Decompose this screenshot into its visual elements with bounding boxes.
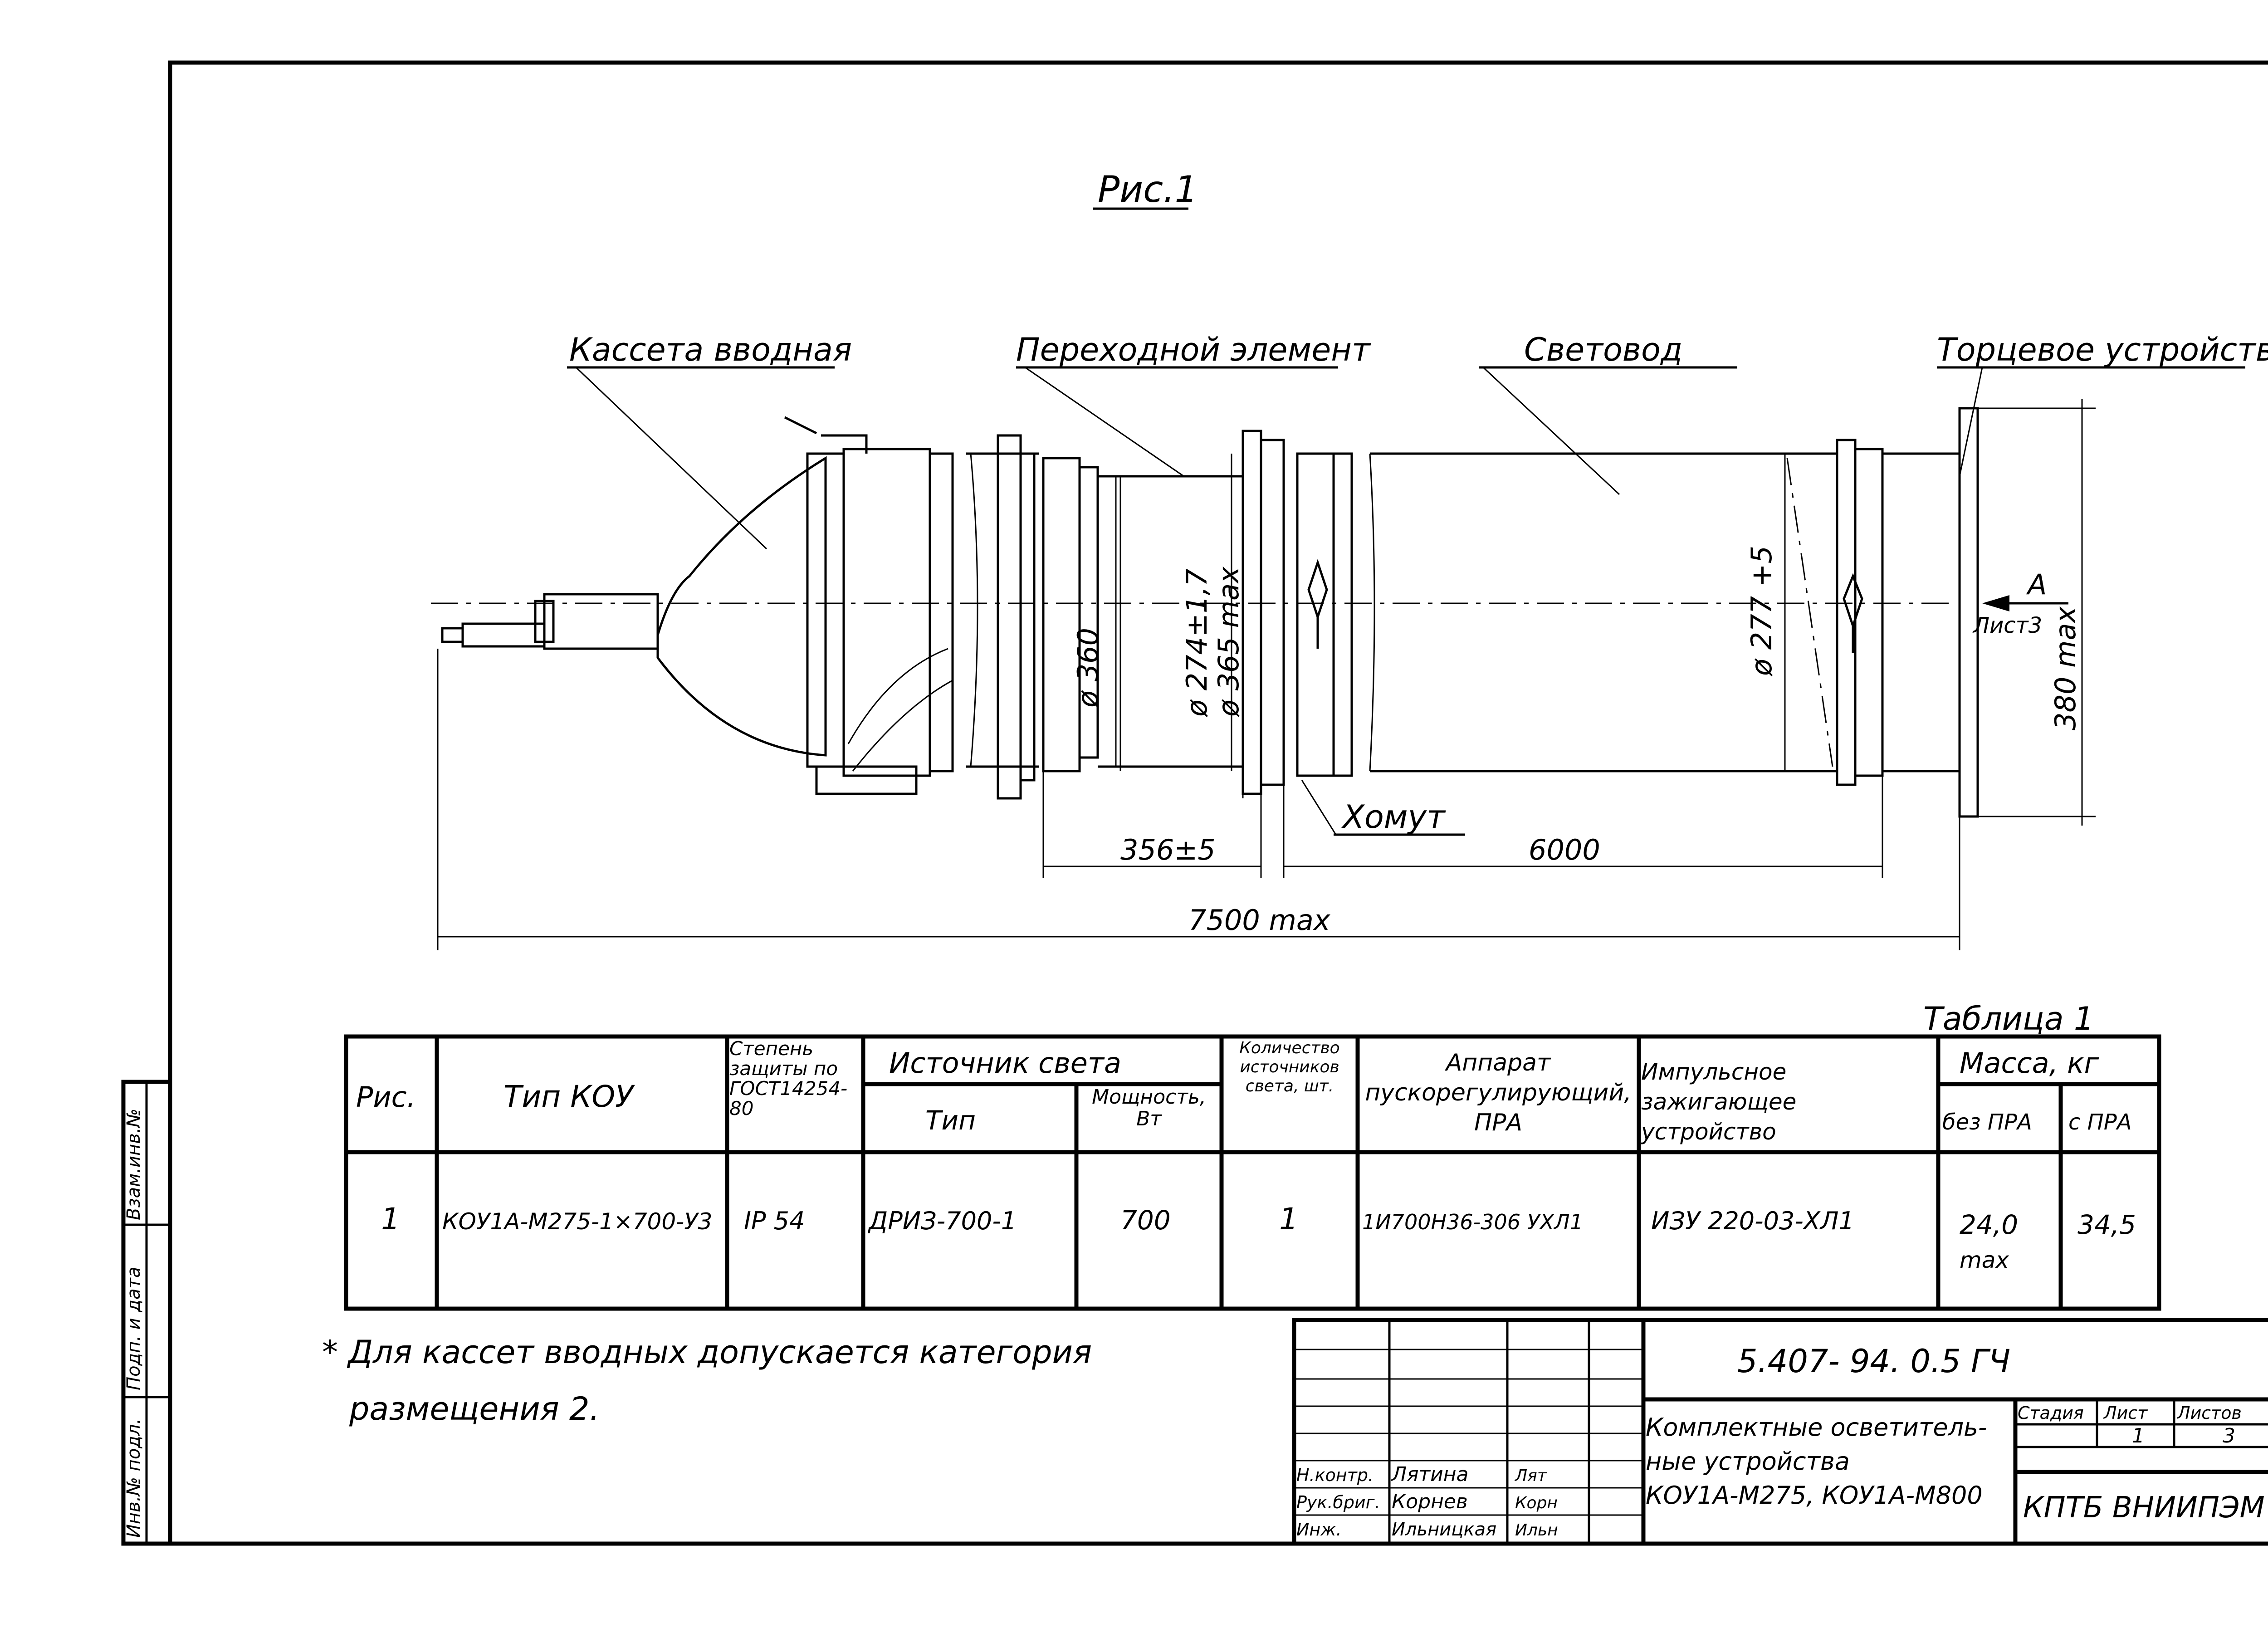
role-0: Н.контр. bbox=[1296, 1465, 1374, 1485]
side-inv-orig: Инв.№ подл. bbox=[123, 1418, 144, 1538]
dim-len356: 356±5 bbox=[1120, 833, 1216, 866]
view-arrow-sheet: Лист3 bbox=[1972, 613, 2042, 638]
organization: КПТБ ВНИИПЭМ bbox=[2023, 1491, 2265, 1525]
th-source: Источник света bbox=[889, 1046, 1121, 1080]
dim-d274: ø 274±1,7 bbox=[1180, 568, 1213, 717]
td-type: КОУ1А-М275-1×700-У3 bbox=[442, 1208, 712, 1235]
label-leaders bbox=[567, 366, 2245, 836]
label-clamp: Хомут bbox=[1341, 798, 1446, 836]
side-stamp: Инв.№ подл. Подп. и дата Взам.инв.№ bbox=[121, 1080, 172, 1546]
dim-h380: 380 max bbox=[2049, 606, 2082, 730]
end-device-flange bbox=[1836, 439, 1857, 786]
sheet-frame bbox=[168, 60, 2268, 1546]
td-ignition: ИЗУ 220-03-ХЛ1 bbox=[1651, 1207, 1854, 1235]
note-line-1: * Для кассет вводных допускается категор… bbox=[322, 1334, 1092, 1371]
sheets-value: 3 bbox=[2223, 1424, 2235, 1447]
td-protection: IP 54 bbox=[744, 1207, 805, 1235]
sheet-label: Лист bbox=[2103, 1403, 2148, 1423]
side-replace-inv: Взам.инв.№ bbox=[123, 1109, 144, 1220]
th-protection-wrap: Степень защиты по ГОСТ14254-80 bbox=[729, 1039, 848, 1120]
th-protection: Степень защиты по ГОСТ14254-80 bbox=[729, 1039, 848, 1120]
doc-description-3: КОУ1А-М275, КОУ1А-М800 bbox=[1646, 1481, 1983, 1510]
note-line-2: размещения 2. bbox=[349, 1390, 600, 1428]
side-sign-date: Подп. и дата bbox=[123, 1267, 144, 1390]
th-mass: Масса, кг bbox=[1960, 1046, 2099, 1080]
th-source-power: Мощность, Вт bbox=[1092, 1086, 1206, 1130]
th-source-power-wrap: Мощность, Вт bbox=[1092, 1086, 1206, 1130]
td-mass-without-note: max bbox=[1960, 1247, 2009, 1273]
table-caption: Таблица 1 bbox=[1923, 1000, 2094, 1037]
label-end-device: Торцевое устройство bbox=[1937, 331, 2268, 368]
horizontal-dimensions bbox=[437, 649, 1960, 950]
sign-2: Ильн bbox=[1515, 1521, 1558, 1540]
label-lightguide: Световод bbox=[1524, 331, 1682, 368]
th-type: Тип КОУ bbox=[503, 1079, 635, 1114]
sheets-label: Листов bbox=[2176, 1403, 2242, 1423]
td-mass-without: 24,0 bbox=[1960, 1209, 2018, 1240]
th-mass-with: с ПРА bbox=[2068, 1110, 2132, 1135]
transition-flange-right bbox=[1042, 457, 1081, 772]
transition-flange-left bbox=[997, 434, 1022, 800]
dim-len7500: 7500 max bbox=[1188, 904, 1331, 937]
cassette-latch bbox=[821, 434, 868, 454]
th-count-wrap: Количество источников света, шт. bbox=[1239, 1039, 1340, 1095]
th-ignition: Импульсное зажигающее устройство bbox=[1641, 1059, 1797, 1145]
dim-d365: ø 365 max bbox=[1212, 566, 1245, 717]
th-fig: Рис. bbox=[356, 1080, 415, 1114]
sign-1: Корн bbox=[1515, 1494, 1558, 1512]
td-source-type: ДРИЗ-700-1 bbox=[868, 1207, 1017, 1235]
figure-title: Рис.1 bbox=[1098, 168, 1198, 210]
th-mass-without: без ПРА bbox=[1942, 1110, 2032, 1135]
th-apparatus: Аппарат пускорегулирующий, ПРА bbox=[1365, 1049, 1632, 1136]
cassette-stem bbox=[461, 622, 546, 648]
clamp-flange-right bbox=[1296, 452, 1335, 777]
th-ignition-wrap: Импульсное зажигающее устройство bbox=[1641, 1059, 1797, 1145]
luminaire-drawing bbox=[431, 407, 1979, 818]
label-cassette: Кассета вводная bbox=[569, 331, 852, 368]
sheet-value: 1 bbox=[2132, 1424, 2145, 1447]
role-1: Рук.бриг. bbox=[1296, 1492, 1380, 1512]
td-count: 1 bbox=[1279, 1202, 1298, 1237]
td-mass-with: 34,5 bbox=[2077, 1209, 2136, 1240]
label-transition: Переходной элемент bbox=[1016, 331, 1371, 368]
dim-d360: ø 360 bbox=[1071, 628, 1105, 708]
name-0: Лятина bbox=[1391, 1463, 1469, 1486]
stage-label: Стадия bbox=[2018, 1403, 2084, 1423]
dim-len6000: 6000 bbox=[1529, 833, 1600, 866]
doc-description-2: ные устройства bbox=[1646, 1447, 1850, 1476]
td-source-power: 700 bbox=[1120, 1205, 1171, 1236]
th-count: Количество источников света, шт. bbox=[1239, 1039, 1340, 1095]
clamp-flange-left bbox=[1242, 430, 1262, 795]
end-device-body bbox=[1881, 452, 1961, 772]
cassette-housing bbox=[656, 456, 827, 757]
title-block bbox=[1292, 1318, 2268, 1546]
doc-description-1: Комплектные осветитель- bbox=[1646, 1413, 1987, 1442]
th-source-type: Тип bbox=[925, 1105, 976, 1136]
end-device-cover bbox=[1958, 407, 1979, 818]
name-2: Ильницкая bbox=[1392, 1519, 1496, 1540]
cassette-neck bbox=[543, 593, 659, 650]
doc-code: 5.407- 94. 0.5 ГЧ bbox=[1737, 1343, 2010, 1380]
td-fig: 1 bbox=[381, 1202, 400, 1237]
td-apparatus: 1И700Н36-306 УХЛ1 bbox=[1362, 1210, 1583, 1234]
spec-table bbox=[344, 1034, 2161, 1311]
view-arrow-letter: А bbox=[2026, 568, 2047, 601]
th-apparatus-wrap: Аппарат пускорегулирующий, ПРА bbox=[1365, 1049, 1632, 1136]
view-arrow-head bbox=[1982, 595, 2009, 611]
sign-0: Лят bbox=[1514, 1467, 1547, 1485]
role-2: Инж. bbox=[1296, 1520, 1342, 1540]
dim-d277: ø 277 +5 bbox=[1745, 546, 1778, 676]
clamp-bolt bbox=[1307, 559, 1328, 621]
name-1: Корнев bbox=[1392, 1490, 1468, 1513]
